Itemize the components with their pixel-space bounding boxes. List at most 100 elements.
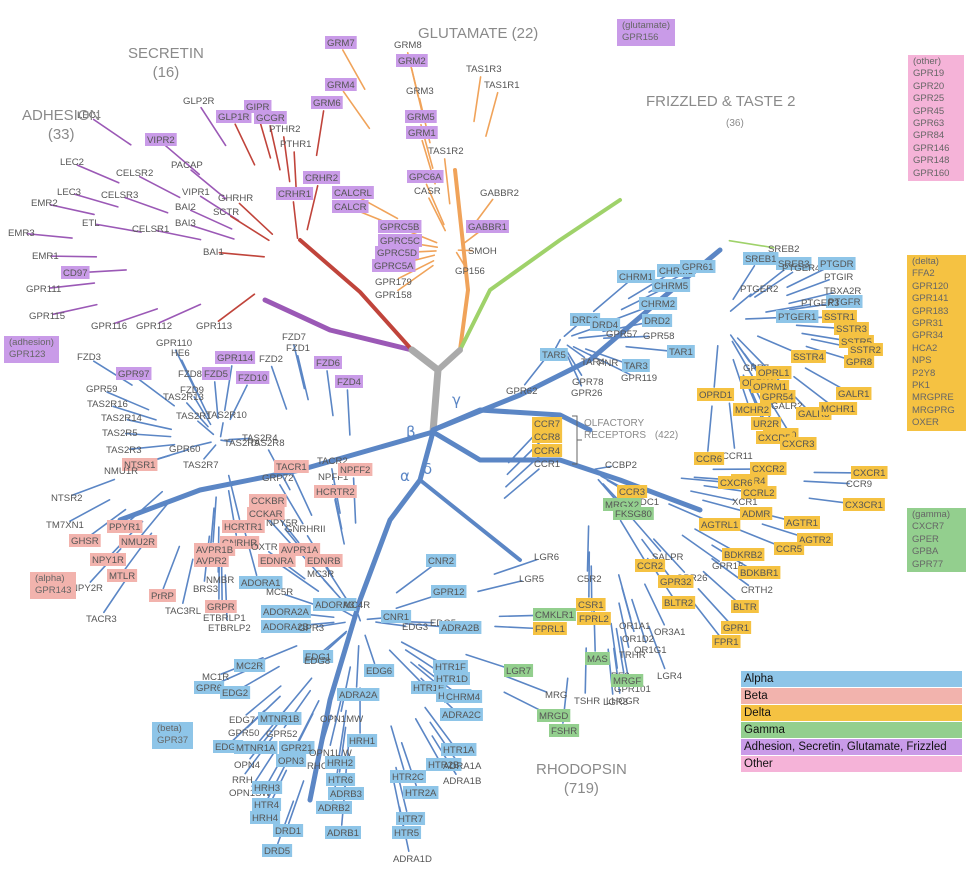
receptor-name: PTGIR [824,272,853,283]
receptor-label: LEC1 [77,110,101,121]
receptor-name: GLP2R [183,96,215,107]
receptor-label: TAR3 [622,359,650,372]
tree-branch [69,498,111,522]
receptor-label: CCR2 [635,559,666,572]
receptor-label: TBXA2R [824,286,861,297]
receptor-label: TAS2R5 [102,428,138,439]
receptor-label: GLP2R [183,96,215,107]
receptor-label: CRTH2 [741,585,773,596]
receptor-label: OPN3 [276,754,307,767]
receptor-label: FZD5 [202,367,230,380]
receptor-name: GPR1 [723,623,749,634]
receptor-name: CCR5 [776,544,802,555]
tree-branch [566,344,586,359]
receptor-name: CCR1 [534,459,560,470]
receptor-name: GPR32 [660,577,691,588]
receptor-name: NMBR [206,575,234,586]
receptor-name: MC2R [236,661,263,672]
receptor-label: CCR1 [534,459,560,470]
receptor-label: CELSR3 [101,190,138,201]
receptor-name: OR1A1 [619,621,650,632]
receptor-label: GPR179 [375,277,412,288]
receptor-name: PTGER2 [740,284,778,295]
receptor-label: TRHR [619,650,646,661]
receptor-label: MAS [585,652,610,665]
receptor-name: EDG6 [366,666,392,677]
receptor-label: GRPR [205,600,237,613]
tree-branch [217,293,256,322]
receptor-highlight [780,437,817,450]
receptor-label: EDG6 [364,664,395,677]
receptor-label: BLTR [731,600,759,613]
receptor-name: OPN1SW [229,788,272,799]
root-trunk [408,346,442,436]
receptor-label: GP156 [455,266,485,277]
receptor-name: LGR8 [603,697,628,708]
tree-branch [424,706,453,745]
receptor-name: GPR21 [281,743,312,754]
receptor-label: EDG8 [304,656,330,667]
receptor-name: ADORA2A [263,607,309,618]
receptor-name: EDNRB [307,556,341,567]
tree-branch [189,209,233,230]
receptor-label: HTR1A [441,743,477,756]
receptor-highlight [403,786,439,799]
tree-branch [619,636,630,682]
receptor-name: LHCGR [606,696,640,707]
receptor-name: BAI3 [175,218,196,229]
box-header: (alpha) [35,573,65,584]
tree-branch [185,402,209,428]
receptor-name: CCR2 [637,561,663,572]
receptor-label: ADORA2A [261,605,311,618]
receptor-name: GPR114 [217,353,254,364]
receptor-name: OPN3 [278,756,304,767]
receptor-highlight [537,709,571,722]
receptor-label: CCR4 [532,444,563,457]
receptor-highlight [680,260,716,273]
receptor-label: CASR [414,186,441,197]
box-item: GPR183 [912,305,949,317]
receptor-label: HCRTR1 [222,520,265,533]
receptor-highlight [722,548,765,561]
receptor-name: MTNR1B [260,714,299,725]
receptor-name: HTR2A [405,788,437,799]
receptor-label: SSTR3 [834,322,869,335]
receptor-name: CRTH2 [741,585,773,596]
tree-branch [287,780,305,825]
receptor-name: GRP72 [262,473,293,484]
box-item: GPR156 [622,32,659,44]
olfactory-label: OLFACTORY RECEPTORS (422) [584,418,679,441]
receptor-label: GRM4 [325,78,357,91]
tree-branch [737,528,781,547]
receptor-label: SALPR [652,552,684,563]
receptor-label: LGR7 [504,664,534,677]
box-item: GPR31 [912,318,944,330]
tree-branch [190,380,210,419]
tree-branch [200,106,227,147]
receptor-label: ADRA2C [440,708,483,721]
receptor-label: AVPR1A [279,543,321,556]
receptor-label: GPR32 [658,575,694,588]
tree-branch [731,340,754,377]
receptor-name: NPFF1 [318,472,348,483]
greek-gamma-label: γ [452,391,461,409]
tree-branch [317,714,332,760]
receptor-highlight [205,600,237,613]
receptor-label: OPRL1 [756,366,792,379]
receptor-highlight [247,507,285,520]
receptor-label: PrRP [149,589,176,602]
receptor-name: CCR3 [619,487,645,498]
box-item: GPR148 [913,155,950,167]
receptor-label: OPN1SW [229,788,272,799]
receptor-name: GPR97 [118,369,149,380]
receptor-highlight [396,54,428,67]
receptor-label: GRM7 [325,36,357,49]
receptor-name: GALR1 [838,389,869,400]
tree-branch [728,239,775,249]
receptor-name: CCR9 [846,479,872,490]
receptor-highlight [325,756,356,769]
receptor-label: ADMR [740,507,773,520]
receptor-label: TAS2R9 [224,438,260,449]
